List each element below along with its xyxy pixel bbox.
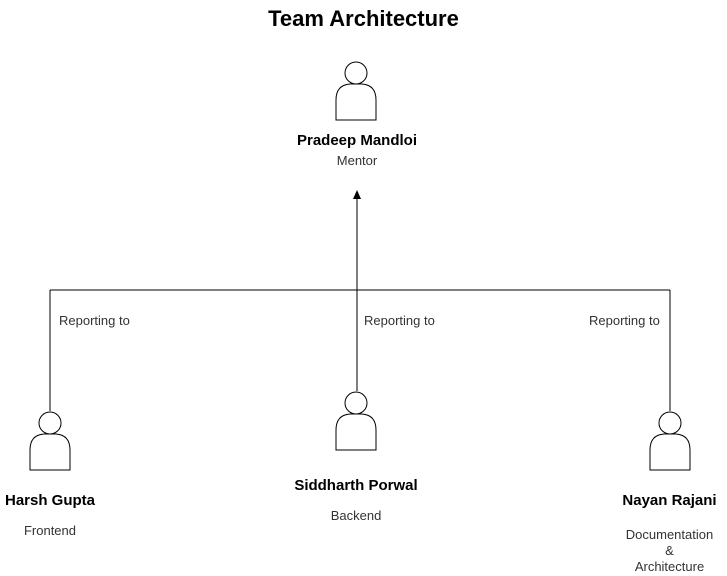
- member-role-nayan-line-1: Documentation: [625, 527, 714, 542]
- diagram-title: Team Architecture: [268, 6, 459, 31]
- person-icon: [335, 61, 377, 121]
- member-role-nayan-line-3: Architecture: [634, 559, 705, 574]
- edge-label-harsh: Reporting to: [59, 313, 130, 328]
- mentor-role: Mentor: [336, 153, 378, 168]
- member-name-nayan: Nayan Rajani: [622, 492, 717, 509]
- member-role-nayan-line-2: &: [665, 543, 674, 558]
- person-icon: [29, 411, 71, 471]
- member-name-siddharth: Siddharth Porwal: [294, 477, 418, 494]
- member-name-harsh: Harsh Gupta: [4, 492, 95, 509]
- member-role-harsh: Frontend: [23, 523, 77, 538]
- person-icon: [335, 391, 377, 451]
- mentor-name: Pradeep Mandloi: [296, 132, 418, 149]
- arrow-head-icon: [353, 190, 361, 199]
- edge-label-siddharth: Reporting to: [364, 313, 435, 328]
- member-role-siddharth: Backend: [330, 508, 382, 523]
- person-icon: [649, 411, 691, 471]
- edge-label-nayan: Reporting to: [589, 313, 660, 328]
